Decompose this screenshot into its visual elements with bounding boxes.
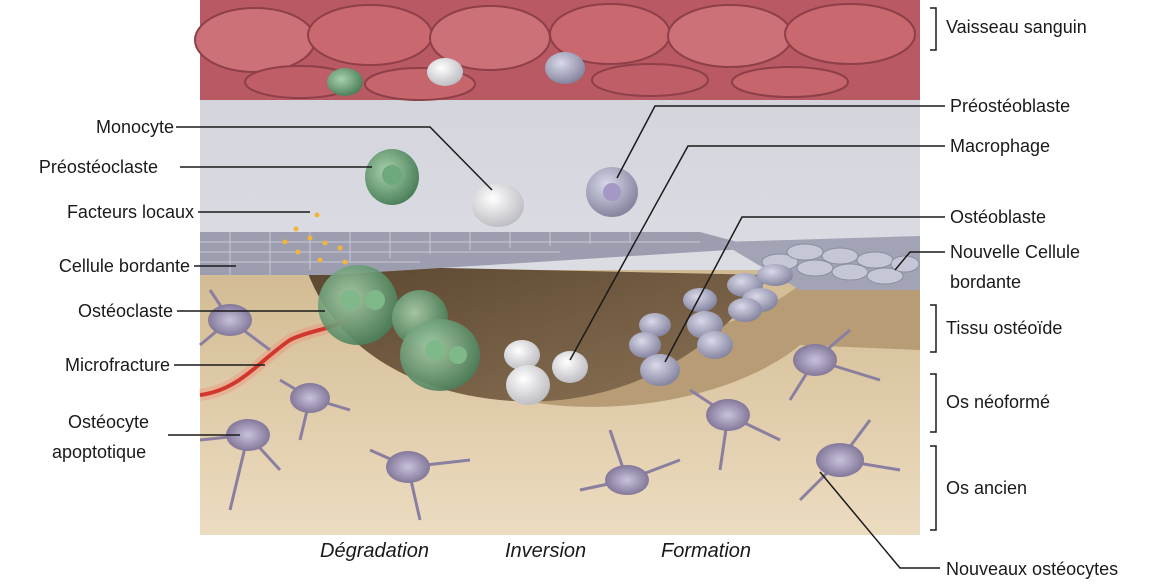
bracket-os-ancien xyxy=(930,446,936,530)
preosteoblast-cell xyxy=(586,167,638,217)
label-nouvelle-cellule: Nouvelle Cellule xyxy=(950,241,1080,263)
phase-inversion: Inversion xyxy=(505,540,586,563)
label-osteoblaste: Ostéoblaste xyxy=(950,206,1046,228)
label-os-neoforme: Os néoformé xyxy=(946,391,1050,413)
label-microfracture: Microfracture xyxy=(65,354,170,376)
bracket-vaisseau xyxy=(930,8,936,50)
label-monocyte: Monocyte xyxy=(96,116,174,138)
phase-degradation: Dégradation xyxy=(320,540,429,563)
label-nouveaux-osteocytes: Nouveaux ostéocytes xyxy=(946,558,1118,580)
monocyte-cell xyxy=(472,183,524,227)
label-osteoclaste: Ostéoclaste xyxy=(78,300,173,322)
label-vaisseau-sanguin: Vaisseau sanguin xyxy=(946,16,1087,38)
bracket-tissu xyxy=(930,305,936,352)
label-macrophage: Macrophage xyxy=(950,135,1050,157)
label-osteocyte: Ostéocyte xyxy=(68,411,149,433)
label-apoptotique: apoptotique xyxy=(52,441,146,463)
blood-vessel xyxy=(195,0,920,100)
label-bordante: bordante xyxy=(950,271,1021,293)
label-facteurs-locaux: Facteurs locaux xyxy=(67,201,194,223)
preosteoclast-cell xyxy=(365,149,419,205)
label-tissu-osteoide: Tissu ostéoïde xyxy=(946,317,1062,339)
label-preosteoclast: Préostéoclaste xyxy=(39,156,158,178)
label-os-ancien: Os ancien xyxy=(946,477,1027,499)
label-cellule-bordante: Cellule bordante xyxy=(59,255,190,277)
label-preosteoblaste: Préostéoblaste xyxy=(950,95,1070,117)
brackets xyxy=(930,8,936,530)
bracket-os-neoforme xyxy=(930,374,936,432)
phase-formation: Formation xyxy=(661,540,751,563)
